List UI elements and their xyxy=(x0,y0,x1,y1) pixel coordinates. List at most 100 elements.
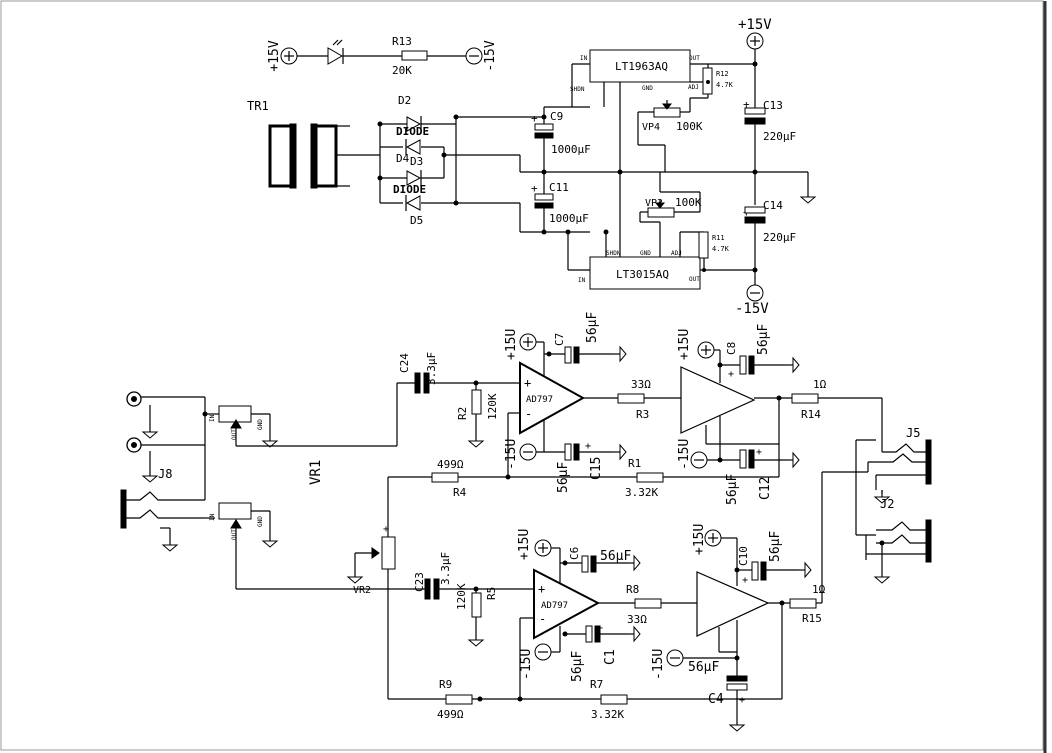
r14-label: R14 xyxy=(801,408,821,421)
svg-text:GND: GND xyxy=(642,85,653,92)
c12-label: C12 xyxy=(758,477,773,500)
svg-text:-: - xyxy=(539,612,546,626)
c10-value: 56µF xyxy=(768,531,783,562)
ch2-opamp-label: AD797 xyxy=(541,601,568,611)
svg-text:+: + xyxy=(531,112,538,125)
svg-text:OUT: OUT xyxy=(689,276,700,283)
c12-value: 56µF xyxy=(725,474,740,505)
ch1-opamp-label: AD797 xyxy=(526,395,553,405)
vr1-label: VR1 xyxy=(308,460,324,485)
c9-value: 1000µF xyxy=(551,143,591,156)
channel2-r5: 120K R5 xyxy=(455,583,498,647)
r3-label: R3 xyxy=(636,408,649,421)
channel2-r8: R8 33Ω xyxy=(626,583,697,626)
svg-text:OUT: OUT xyxy=(231,529,238,540)
channel2-opamp-supply: +15U C6 56µF -15U + 56µF C1 xyxy=(517,529,641,682)
svg-text:IN: IN xyxy=(580,55,588,62)
r7-label: R7 xyxy=(590,678,603,691)
channel2-input: + xyxy=(347,477,396,699)
channel2-feedback: R9 499Ω R7 3.32K xyxy=(388,678,782,721)
svg-text:+: + xyxy=(728,369,734,380)
c8-label: C8 xyxy=(725,342,738,355)
regulator-neg-label: LT3015AQ xyxy=(616,268,669,281)
r12-label: R12 xyxy=(716,70,729,78)
c11-value: 1000µF xyxy=(549,212,589,225)
r11-label: R11 xyxy=(712,234,725,242)
channel2-buffer xyxy=(696,554,790,699)
led-pos-rail-label: +15V xyxy=(267,40,282,71)
r9-label: R9 xyxy=(439,678,452,691)
channel1-opamp-ad797: AD797 + - xyxy=(507,354,618,477)
c11-label: C11 xyxy=(549,181,569,194)
rectifier-bridge: D2 DIODE D4 D3 DIODE D5 xyxy=(377,94,459,227)
r4-label: R4 xyxy=(453,486,467,499)
regulator-lt1963aq: LT1963AQ IN SHDN GND OUT ADJ xyxy=(570,49,755,172)
svg-text:GND: GND xyxy=(257,516,264,527)
svg-text:OUT: OUT xyxy=(231,429,238,440)
svg-text:SHDN: SHDN xyxy=(570,86,585,93)
svg-text:-15U: -15U xyxy=(651,649,666,680)
svg-text:+: + xyxy=(585,441,591,452)
vp4-trimmer: VP4 100K xyxy=(637,97,708,172)
j2-label: J2 xyxy=(880,497,894,511)
svg-text:+: + xyxy=(538,582,545,596)
svg-text:+15U: +15U xyxy=(517,529,532,560)
regulator-pos-label: LT1963AQ xyxy=(615,60,668,73)
channel1-buffer xyxy=(680,365,792,477)
c8-value: 56µF xyxy=(756,324,771,355)
led-neg-rail-label: -15V xyxy=(483,40,498,71)
c7-label: C7 xyxy=(553,333,566,346)
channel1-r2: R2 120K xyxy=(456,383,499,448)
c14-label: C14 xyxy=(763,199,783,212)
r11-value: 4.7K xyxy=(712,245,730,253)
c24-label: C24 xyxy=(398,353,411,373)
input-jacks: J8 xyxy=(120,391,215,552)
svg-text:-15U: -15U xyxy=(677,439,692,470)
svg-text:+: + xyxy=(742,575,748,586)
r2-value: 120K xyxy=(486,393,499,420)
vp4-value: 100K xyxy=(676,120,703,133)
out-neg-rail-label: -15V xyxy=(735,301,769,317)
channel2-opamp-ad797: AD797 + - xyxy=(519,563,635,699)
svg-text:+: + xyxy=(743,98,750,111)
channel1-opamp-supply: +15U C7 56µF -15U + C15 56µF xyxy=(504,312,627,493)
svg-text:ADJ: ADJ xyxy=(671,250,682,257)
r7-value: 3.32K xyxy=(591,708,624,721)
r1-label: R1 xyxy=(628,457,641,470)
d3-label: D3 xyxy=(410,155,423,168)
r13-label: R13 xyxy=(392,35,412,48)
svg-text:IN: IN xyxy=(209,513,216,521)
c14-value: 220µF xyxy=(763,231,796,244)
vp3-value: 100K xyxy=(675,196,702,209)
d2-label: D2 xyxy=(398,94,411,107)
svg-text:-15U: -15U xyxy=(504,439,519,470)
c1-label: C1 xyxy=(603,649,618,665)
vp3-label: VP3 xyxy=(645,198,663,209)
svg-text:+: + xyxy=(597,623,603,634)
rectified-rails xyxy=(444,106,816,235)
c13-label: C13 xyxy=(763,99,783,112)
tr1-label: TR1 xyxy=(247,99,269,113)
c7-value: 56µF xyxy=(585,312,600,343)
r4-value: 499Ω xyxy=(437,458,464,471)
svg-text:+15U: +15U xyxy=(692,524,707,555)
c9-capacitor: + C9 1000µF xyxy=(531,110,591,172)
r13-value: 20K xyxy=(392,64,412,77)
channel1-feedback: 499Ω R4 R1 3.32K xyxy=(388,457,779,499)
svg-text:+: + xyxy=(531,182,538,195)
output-jack-j5: J5 J2 xyxy=(855,426,932,536)
r9-value: 499Ω xyxy=(437,708,464,721)
channel1-r14: 1Ω R14 xyxy=(791,378,883,440)
svg-text:+15U: +15U xyxy=(504,329,519,360)
d5-label: D5 xyxy=(410,214,423,227)
c23-value: 3.3µF xyxy=(439,552,452,585)
r11-resistor: R11 4.7K xyxy=(680,231,730,272)
r5-label: R5 xyxy=(485,587,498,600)
svg-text:OUT: OUT xyxy=(689,55,700,62)
c10-label: C10 xyxy=(737,546,750,566)
r15-value: 1Ω xyxy=(812,583,826,596)
c6-value: 56µF xyxy=(600,549,631,564)
